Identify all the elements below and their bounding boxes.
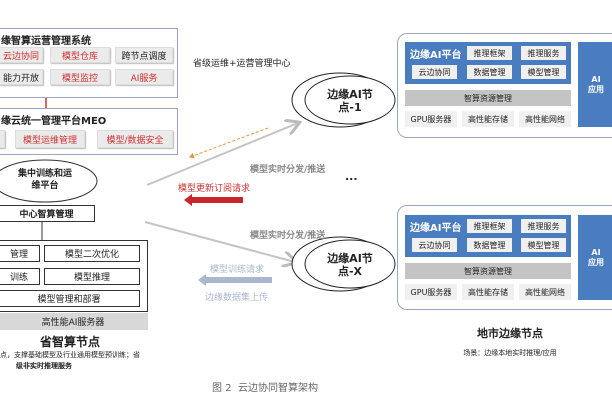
central-cells-box <box>0 240 148 312</box>
edge-panel-x: 边缘AI平台 推理框架 推理服务 云边协同 数据管理 模型管理 智算资源管理 G… <box>397 205 612 310</box>
upload-label: 边缘数据集上传 <box>205 293 269 303</box>
btn-infer-service[interactable]: 推理服务 <box>521 46 566 60</box>
central-platform-ellipse <box>0 159 98 203</box>
btn-model-repo[interactable]: 模型仓库 <box>50 47 110 63</box>
resource-mgmt-bar: 智算资源管理 <box>405 90 571 106</box>
btn-model-data-security[interactable]: 模型/数据安全 <box>97 130 173 148</box>
btn-infer-service[interactable]: 推理服务 <box>521 219 566 233</box>
label-line: 点-1 <box>338 101 362 114</box>
hp-storage: 高性能存储 <box>462 284 514 300</box>
btn-cross-node[interactable]: 跨节点调度 <box>115 47 173 63</box>
central-platform-label: 集中训练和运维平台 <box>0 168 95 192</box>
ops-system-title: 缘智算运营管理系统 <box>1 36 91 47</box>
label-line: 维平台 <box>31 181 59 191</box>
provincial-node-title: 省智算节点 <box>39 335 100 349</box>
ops-system-box: 缘智算运营管理系统 云边协同 模型仓库 跨节点调度 能力开放 模型监控 AI服务 <box>0 28 178 98</box>
cell-training: 训练 <box>0 268 40 285</box>
train-request-label: 模型训练请求 <box>210 265 265 275</box>
central-mgmt: 中心智算管理 <box>0 205 95 222</box>
label-line: AI <box>591 247 601 257</box>
provincial-desc-1: 点，支撑基础模型及行业通用模型预训练；省 <box>0 351 140 359</box>
gpu-server: GPU服务器 <box>405 284 457 300</box>
edge-platform-title: 边缘AI平台 <box>410 223 462 234</box>
label-line: AI <box>591 74 601 84</box>
train-request-arrow <box>198 274 272 286</box>
edge-node-1-ellipse[interactable] <box>304 75 396 125</box>
label-line: 应用 <box>588 257 604 267</box>
cell-secondary-opt: 模型二次优化 <box>44 245 140 262</box>
btn-data-mgmt[interactable]: 数据管理 <box>467 238 512 252</box>
cell-deploy: 模型管理和部署 <box>0 290 140 307</box>
label-line: 集中训练和运 <box>17 169 72 179</box>
city-node-title: 地市边缘节点 <box>477 327 543 340</box>
push-arrow-x <box>144 221 295 262</box>
btn-model-monitor[interactable]: 模型监控 <box>50 69 110 85</box>
meo-title: 缘云统一管理平台MEO <box>1 116 107 127</box>
edge-panel-1: 边缘AI平台 推理框架 推理服务 云边协同 数据管理 模型管理 智算资源管理 G… <box>397 33 612 138</box>
push-arrow-1 <box>146 123 298 186</box>
btn-model-mgmt[interactable]: 模型管理 <box>521 65 566 79</box>
btn-cloud-edge[interactable]: 云边协同 <box>412 238 457 252</box>
hp-storage: 高性能存储 <box>462 111 514 127</box>
push-label-1: 模型实时分发/推送 <box>250 165 326 175</box>
btn-infer-framework[interactable]: 推理框架 <box>467 46 512 60</box>
ellipsis: ... <box>345 170 358 183</box>
figure-caption: 图 2 云边协同智算架构 <box>212 383 318 394</box>
btn-ai-service[interactable]: AI服务 <box>115 69 173 85</box>
subscribe-label: 模型更新订阅请求 <box>178 184 251 194</box>
edge-node-x-label: 边缘AI节点-X <box>315 252 385 278</box>
edge-node-1-label: 边缘AI节点-1 <box>315 88 385 114</box>
orange-dashed-arrow <box>189 127 269 159</box>
push-label-x: 模型实时分发/推送 <box>250 231 326 241</box>
label-line: 边缘AI节 <box>327 252 373 265</box>
center-label: 省级运维+运营管理中心 <box>193 59 291 69</box>
hp-network: 高性能网络 <box>519 284 571 300</box>
subscribe-arrow <box>184 194 243 206</box>
provincial-desc-2: 级非实时推理服务 <box>16 362 72 370</box>
edge-platform-area: 边缘AI平台 推理框架 推理服务 云边协同 数据管理 模型管理 <box>405 215 571 257</box>
label-line: 边缘AI节 <box>327 88 373 101</box>
btn-model-mgmt[interactable]: 模型管理 <box>521 238 566 252</box>
gpu-server: GPU服务器 <box>405 111 457 127</box>
label-line: 应用 <box>588 84 604 94</box>
edge-platform-title: 边缘AI平台 <box>410 50 462 61</box>
btn-cut[interactable] <box>0 130 5 148</box>
cell-inference: 模型推理 <box>44 268 140 285</box>
btn-cloud-edge[interactable]: 云边协同 <box>0 47 43 63</box>
meo-box: 缘云统一管理平台MEO 模型运维管理 模型/数据安全 <box>0 108 178 155</box>
btn-model-ops[interactable]: 模型运维管理 <box>15 130 85 148</box>
btn-data-mgmt[interactable]: 数据管理 <box>467 65 512 79</box>
city-scene: 场景：边缘本地实时推理/应用 <box>463 349 557 357</box>
ai-server-bar: 高性能AI服务器 <box>0 313 148 330</box>
btn-capability[interactable]: 能力开放 <box>0 69 43 85</box>
cell-mgmt: 管理 <box>0 245 40 262</box>
edge-platform-area: 边缘AI平台 推理框架 推理服务 云边协同 数据管理 模型管理 <box>405 42 571 84</box>
edge-node-x-ellipse[interactable] <box>304 239 396 289</box>
btn-cloud-edge[interactable]: 云边协同 <box>412 65 457 79</box>
hp-network: 高性能网络 <box>519 111 571 127</box>
resource-mgmt-bar: 智算资源管理 <box>405 263 571 279</box>
label-line: 点-X <box>337 265 363 278</box>
btn-infer-framework[interactable]: 推理框架 <box>467 219 512 233</box>
